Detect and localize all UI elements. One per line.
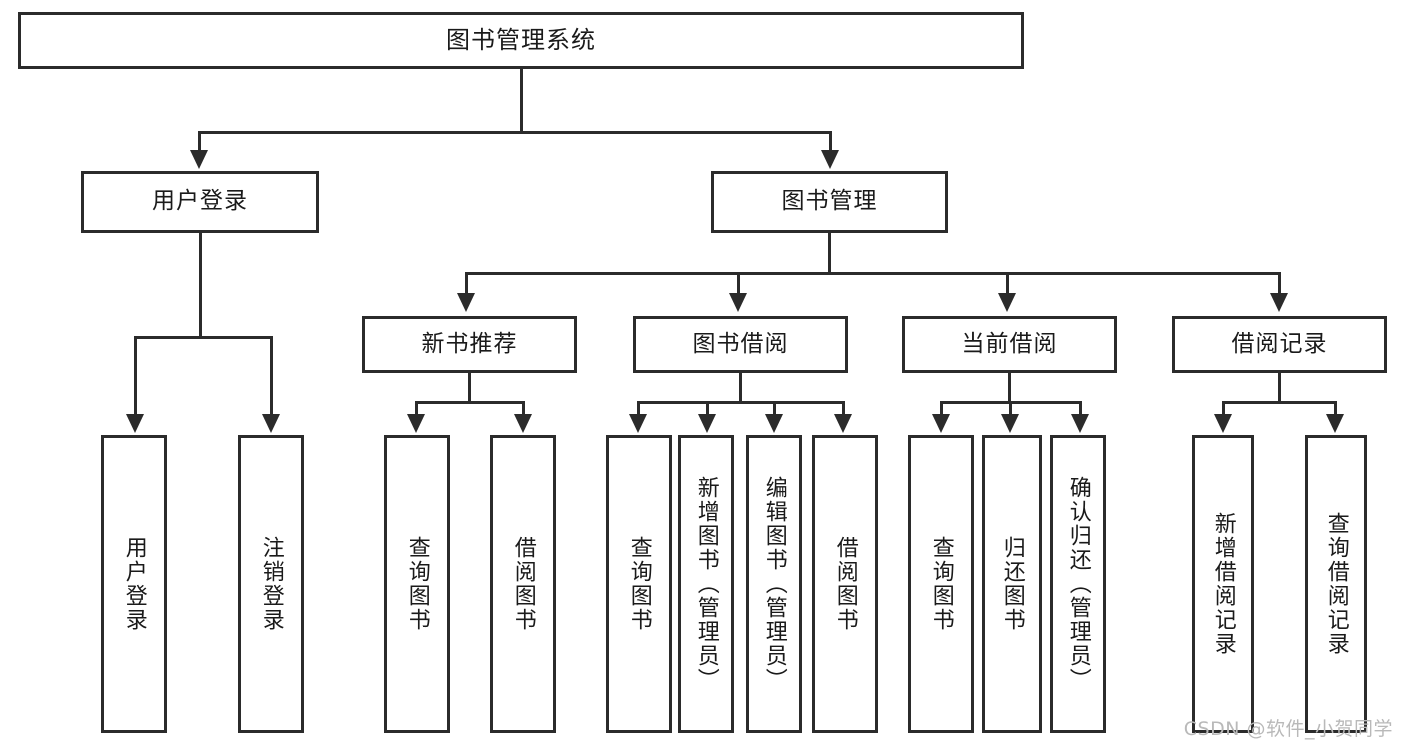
arrow-book-borrow-to-leaf-3 xyxy=(765,414,783,433)
connector-book-borrow-to-leaf-4 xyxy=(842,401,845,417)
connector-user-login-to-leaf-1 xyxy=(134,336,137,417)
node-book-management[interactable]: 图书管理 xyxy=(711,171,948,233)
arrow-root-to-book-mgmt xyxy=(821,150,839,169)
node-borrow-records[interactable]: 借阅记录 xyxy=(1172,316,1387,373)
leaf-edit-book-admin[interactable]: 编辑图书（管理员） xyxy=(746,435,802,733)
arrow-book-mgmt-to-records xyxy=(1270,293,1288,312)
connector-borrow-records-bus xyxy=(1222,401,1337,404)
arrow-new-books-to-leaf-2 xyxy=(514,414,532,433)
connector-book-borrow-bus xyxy=(637,401,845,404)
arrow-current-borrow-to-leaf-3 xyxy=(1071,414,1089,433)
connector-user-login-stem xyxy=(199,233,202,336)
arrow-root-to-user-login xyxy=(190,150,208,169)
connector-root-to-user-login xyxy=(198,131,201,153)
arrow-book-mgmt-to-current xyxy=(998,293,1016,312)
connector-user-login-bus xyxy=(134,336,273,339)
arrow-new-books-to-leaf-1 xyxy=(407,414,425,433)
connector-current-borrow-to-leaf-1 xyxy=(940,401,943,417)
arrow-user-login-to-leaf-1 xyxy=(126,414,144,433)
connector-book-mgmt-bus xyxy=(465,272,1281,275)
leaf-user-login[interactable]: 用户登录 xyxy=(101,435,167,733)
connector-current-borrow-to-leaf-3 xyxy=(1079,401,1082,417)
connector-new-books-to-leaf-2 xyxy=(522,401,525,417)
node-root-system[interactable]: 图书管理系统 xyxy=(18,12,1024,69)
leaf-return-books[interactable]: 归还图书 xyxy=(982,435,1042,733)
connector-root-to-book-mgmt xyxy=(829,131,832,153)
connector-book-mgmt-stem xyxy=(828,233,831,272)
connector-new-books-bus xyxy=(415,401,525,404)
leaf-add-borrow-record[interactable]: 新增借阅记录 xyxy=(1192,435,1254,733)
connector-root-bus xyxy=(198,131,832,134)
connector-book-borrow-to-leaf-1 xyxy=(637,401,640,417)
arrow-current-borrow-to-leaf-2 xyxy=(1001,414,1019,433)
connector-new-books-to-leaf-1 xyxy=(415,401,418,417)
node-new-book-recommend[interactable]: 新书推荐 xyxy=(362,316,577,373)
leaf-logout[interactable]: 注销登录 xyxy=(238,435,304,733)
node-user-login[interactable]: 用户登录 xyxy=(81,171,319,233)
arrow-current-borrow-to-leaf-1 xyxy=(932,414,950,433)
connector-borrow-records-to-leaf-2 xyxy=(1334,401,1337,417)
connector-new-books-stem xyxy=(468,373,471,401)
leaf-query-borrow-record[interactable]: 查询借阅记录 xyxy=(1305,435,1367,733)
leaf-add-book-admin[interactable]: 新增图书（管理员） xyxy=(678,435,734,733)
leaf-borrow-books[interactable]: 借阅图书 xyxy=(812,435,878,733)
arrow-borrow-records-to-leaf-2 xyxy=(1326,414,1344,433)
leaf-query-books-current[interactable]: 查询图书 xyxy=(908,435,974,733)
connector-borrow-records-stem xyxy=(1278,373,1281,401)
connector-borrow-records-to-leaf-1 xyxy=(1222,401,1225,417)
arrow-book-borrow-to-leaf-1 xyxy=(629,414,647,433)
arrow-book-mgmt-to-borrow xyxy=(729,293,747,312)
node-book-borrow[interactable]: 图书借阅 xyxy=(633,316,848,373)
leaf-query-books-new[interactable]: 查询图书 xyxy=(384,435,450,733)
leaf-borrow-books-new[interactable]: 借阅图书 xyxy=(490,435,556,733)
connector-current-borrow-stem xyxy=(1008,373,1011,401)
connector-book-mgmt-to-borrow xyxy=(737,272,740,296)
arrow-book-mgmt-to-new-books xyxy=(457,293,475,312)
arrow-user-login-to-leaf-2 xyxy=(262,414,280,433)
leaf-confirm-return-admin[interactable]: 确认归还（管理员） xyxy=(1050,435,1106,733)
connector-book-mgmt-to-new-books xyxy=(465,272,468,296)
connector-root-stem xyxy=(520,69,523,131)
arrow-book-borrow-to-leaf-4 xyxy=(834,414,852,433)
node-current-borrow[interactable]: 当前借阅 xyxy=(902,316,1117,373)
connector-book-mgmt-to-records xyxy=(1278,272,1281,296)
connector-book-borrow-stem xyxy=(739,373,742,401)
connector-current-borrow-to-leaf-2 xyxy=(1009,401,1012,417)
connector-book-borrow-to-leaf-3 xyxy=(773,401,776,417)
connector-book-mgmt-to-current xyxy=(1006,272,1009,296)
connector-user-login-to-leaf-2 xyxy=(270,336,273,417)
arrow-book-borrow-to-leaf-2 xyxy=(698,414,716,433)
connector-book-borrow-to-leaf-2 xyxy=(706,401,709,417)
arrow-borrow-records-to-leaf-1 xyxy=(1214,414,1232,433)
leaf-query-books-borrow[interactable]: 查询图书 xyxy=(606,435,672,733)
